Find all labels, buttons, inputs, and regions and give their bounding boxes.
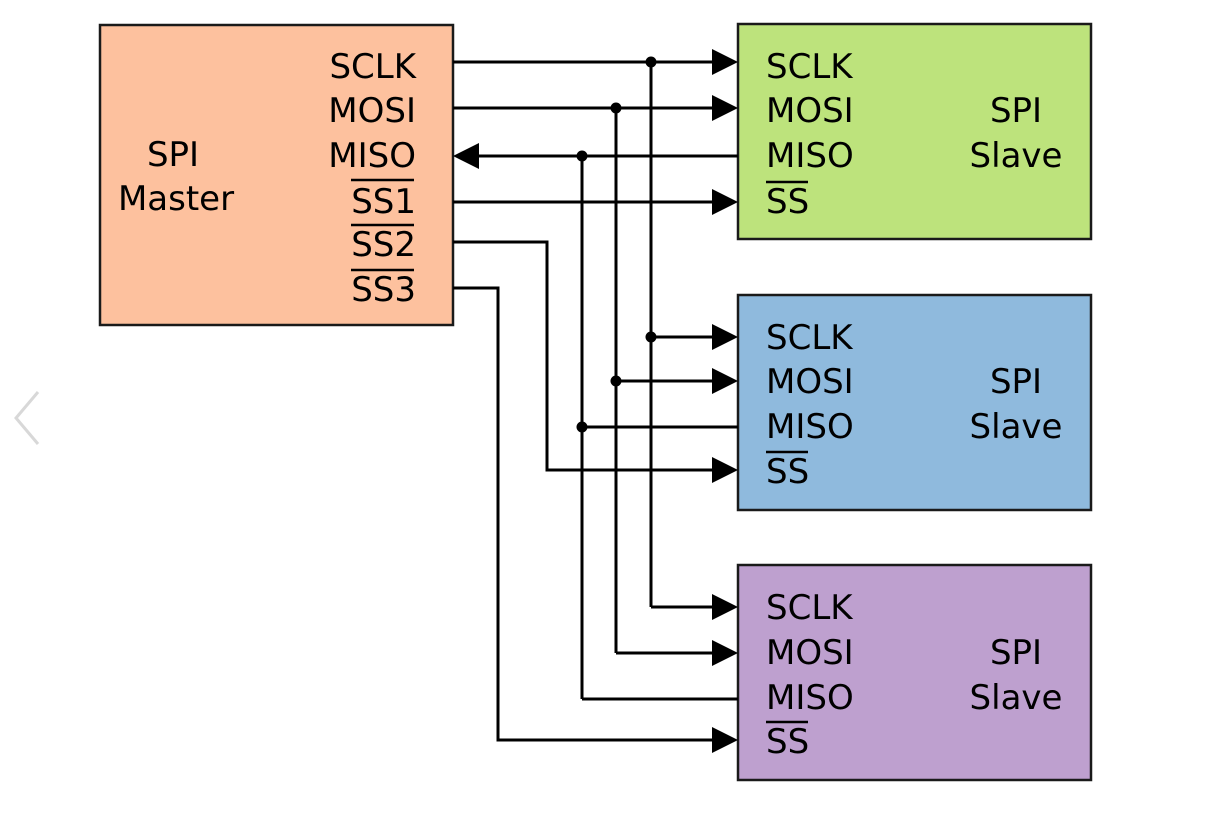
slave-1-pin-ss: SS	[766, 182, 809, 222]
ss3-wire	[453, 286, 714, 742]
slave-2-pin-miso: MISO	[766, 407, 854, 447]
slave-2-pin-sclk: SCLK	[766, 318, 854, 358]
slave-3-box	[736, 563, 1093, 782]
slave-3-title-line2: Slave	[970, 678, 1063, 718]
master-pin-ss2: SS2	[351, 225, 416, 265]
slave-3-pin-sclk: SCLK	[766, 588, 854, 628]
chevron-left-icon	[14, 391, 40, 445]
spi-slave-1-block: SCLK MOSI MISO SS SPI Slave	[736, 22, 1093, 241]
spi-slave-2-block: SCLK MOSI MISO SS SPI Slave	[736, 293, 1093, 512]
slave-1-title-line2: Slave	[970, 136, 1063, 176]
arrow-mosi-slave-2	[712, 368, 738, 394]
master-pin-ss1: SS1	[351, 182, 416, 222]
slave-1-pin-sclk: SCLK	[766, 47, 854, 87]
previous-image-button[interactable]	[8, 386, 48, 450]
mosi-junction-2	[610, 375, 622, 387]
slave-2-pin-ss: SS	[766, 452, 809, 492]
mosi-junction-1	[610, 102, 622, 114]
arrow-ss-slave-1	[712, 189, 738, 215]
arrow-miso-master	[453, 143, 479, 169]
arrow-sclk-slave-3	[712, 594, 738, 620]
master-title-line1: SPI	[147, 135, 199, 175]
slave-3-pin-mosi: MOSI	[766, 633, 854, 673]
slave-1-pin-miso: MISO	[766, 136, 854, 176]
slave-2-title-line2: Slave	[970, 407, 1063, 447]
mosi-bus	[453, 102, 714, 655]
slave-3-title-line1: SPI	[990, 633, 1042, 673]
master-box	[98, 23, 455, 327]
master-title-line2: Master	[118, 179, 234, 219]
arrow-ss-slave-3	[712, 727, 738, 753]
slave-1-pin-mosi: MOSI	[766, 91, 854, 131]
slave-2-title-line1: SPI	[990, 362, 1042, 402]
arrow-sclk-slave-1	[712, 49, 738, 75]
miso-junction-1	[576, 150, 588, 162]
master-pin-miso: MISO	[328, 136, 416, 176]
arrow-ss-slave-2	[712, 457, 738, 483]
slave-2-pin-mosi: MOSI	[766, 362, 854, 402]
sclk-bus	[453, 56, 714, 609]
spi-slave-3-block: SCLK MOSI MISO SS SPI Slave	[736, 563, 1093, 782]
slave-1-title-line1: SPI	[990, 91, 1042, 131]
arrowheads	[453, 49, 738, 753]
arrow-mosi-slave-1	[712, 95, 738, 121]
ss2-wire	[453, 240, 714, 472]
slave-1-box	[736, 22, 1093, 241]
slave-3-pin-ss: SS	[766, 722, 809, 762]
slave-3-pin-miso: MISO	[766, 678, 854, 718]
sclk-junction-2	[645, 331, 657, 343]
master-pin-sclk: SCLK	[329, 47, 417, 87]
arrow-sclk-slave-2	[712, 324, 738, 350]
arrow-mosi-slave-3	[712, 640, 738, 666]
ss-lines	[453, 200, 714, 742]
slave-2-box	[736, 293, 1093, 512]
sclk-junction-1	[645, 56, 657, 68]
miso-bus	[478, 150, 738, 701]
miso-junction-2	[576, 421, 588, 433]
spi-master-block: SPI Master SCLK MOSI MISO SS1 SS2 SS3	[98, 23, 455, 327]
master-pin-mosi: MOSI	[328, 91, 416, 131]
master-pin-ss3: SS3	[351, 270, 416, 310]
